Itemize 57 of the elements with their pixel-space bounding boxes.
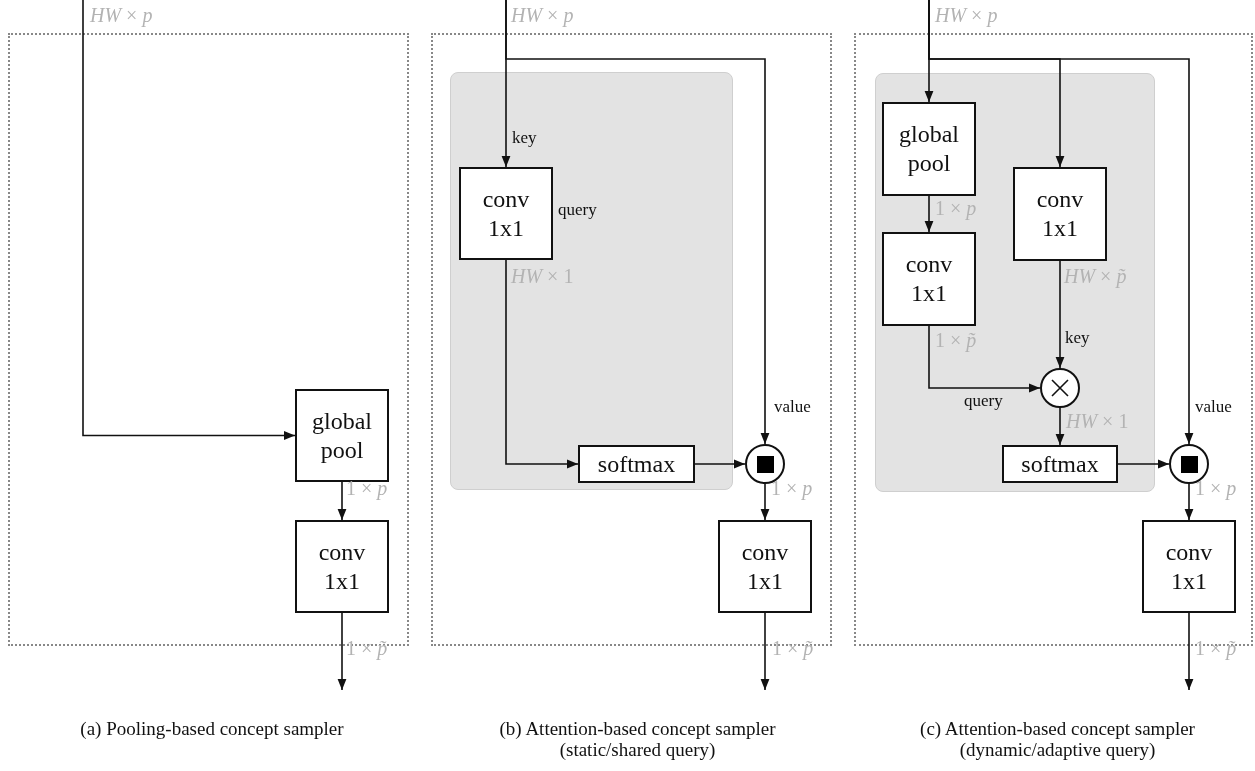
panel-caption: (c) Attention-based concept sampler (dynamic/adaptive query)	[919, 718, 1196, 760]
arrow	[928, 0, 1194, 445]
edge-label: 1 × p	[346, 477, 388, 500]
process-box	[1002, 445, 1118, 483]
arrow	[505, 259, 579, 469]
box-label: global pool	[311, 406, 373, 465]
process-box	[1142, 520, 1236, 613]
box-label: conv 1x1	[904, 250, 954, 308]
port-label: key	[512, 128, 537, 148]
box-label: conv 1x1	[481, 184, 531, 243]
edge-label: HW × p	[90, 4, 153, 27]
arrow	[1117, 459, 1170, 469]
process-box	[1013, 167, 1107, 261]
process-box	[882, 102, 976, 196]
arrow	[694, 459, 746, 469]
edge-label: 1 × p̃	[1195, 637, 1237, 660]
arrow	[760, 612, 770, 691]
arrow	[505, 0, 770, 445]
arrow	[337, 481, 347, 521]
process-box	[882, 232, 976, 326]
panel-caption: (a) Pooling-based concept sampler	[79, 718, 345, 739]
process-box	[718, 520, 812, 613]
box-label: conv 1x1	[317, 537, 367, 596]
box-label: softmax	[1021, 449, 1099, 479]
arrow	[928, 325, 1041, 393]
arrow	[337, 612, 347, 691]
arrow	[82, 0, 296, 440]
box-label: global pool	[898, 120, 960, 178]
process-box	[459, 167, 553, 260]
port-label: query	[964, 391, 1003, 411]
process-box	[578, 445, 695, 483]
edge-label: 1 × p̃	[772, 637, 814, 660]
process-box	[295, 389, 389, 482]
arrow	[1184, 483, 1194, 521]
arrow	[1055, 407, 1065, 446]
edge-label: value	[1195, 397, 1232, 417]
edge-label: value	[774, 397, 811, 417]
process-box	[295, 520, 389, 613]
box-label: conv 1x1	[1035, 185, 1085, 243]
operator-circle	[1040, 368, 1080, 408]
shaded-region	[875, 73, 1155, 492]
arrow	[1055, 260, 1065, 369]
arrow	[760, 483, 770, 521]
port-label: query	[558, 200, 597, 220]
edge-label: 1 × p	[771, 477, 813, 500]
panel-caption: (b) Attention-based concept sampler (static/shared query)	[498, 718, 777, 760]
edge-label: HW × p	[511, 4, 574, 27]
port-label: key	[1065, 328, 1090, 348]
shaded-region	[450, 72, 733, 490]
box-label: softmax	[597, 449, 676, 479]
edge-label: 1 × p̃	[346, 637, 388, 660]
edge-label: HW × p	[935, 4, 998, 27]
arrow	[1184, 612, 1194, 691]
arrow	[924, 195, 934, 233]
edge-label: 1 × p	[1195, 477, 1237, 500]
box-label: conv 1x1	[1164, 537, 1214, 596]
box-label: conv 1x1	[740, 537, 790, 596]
